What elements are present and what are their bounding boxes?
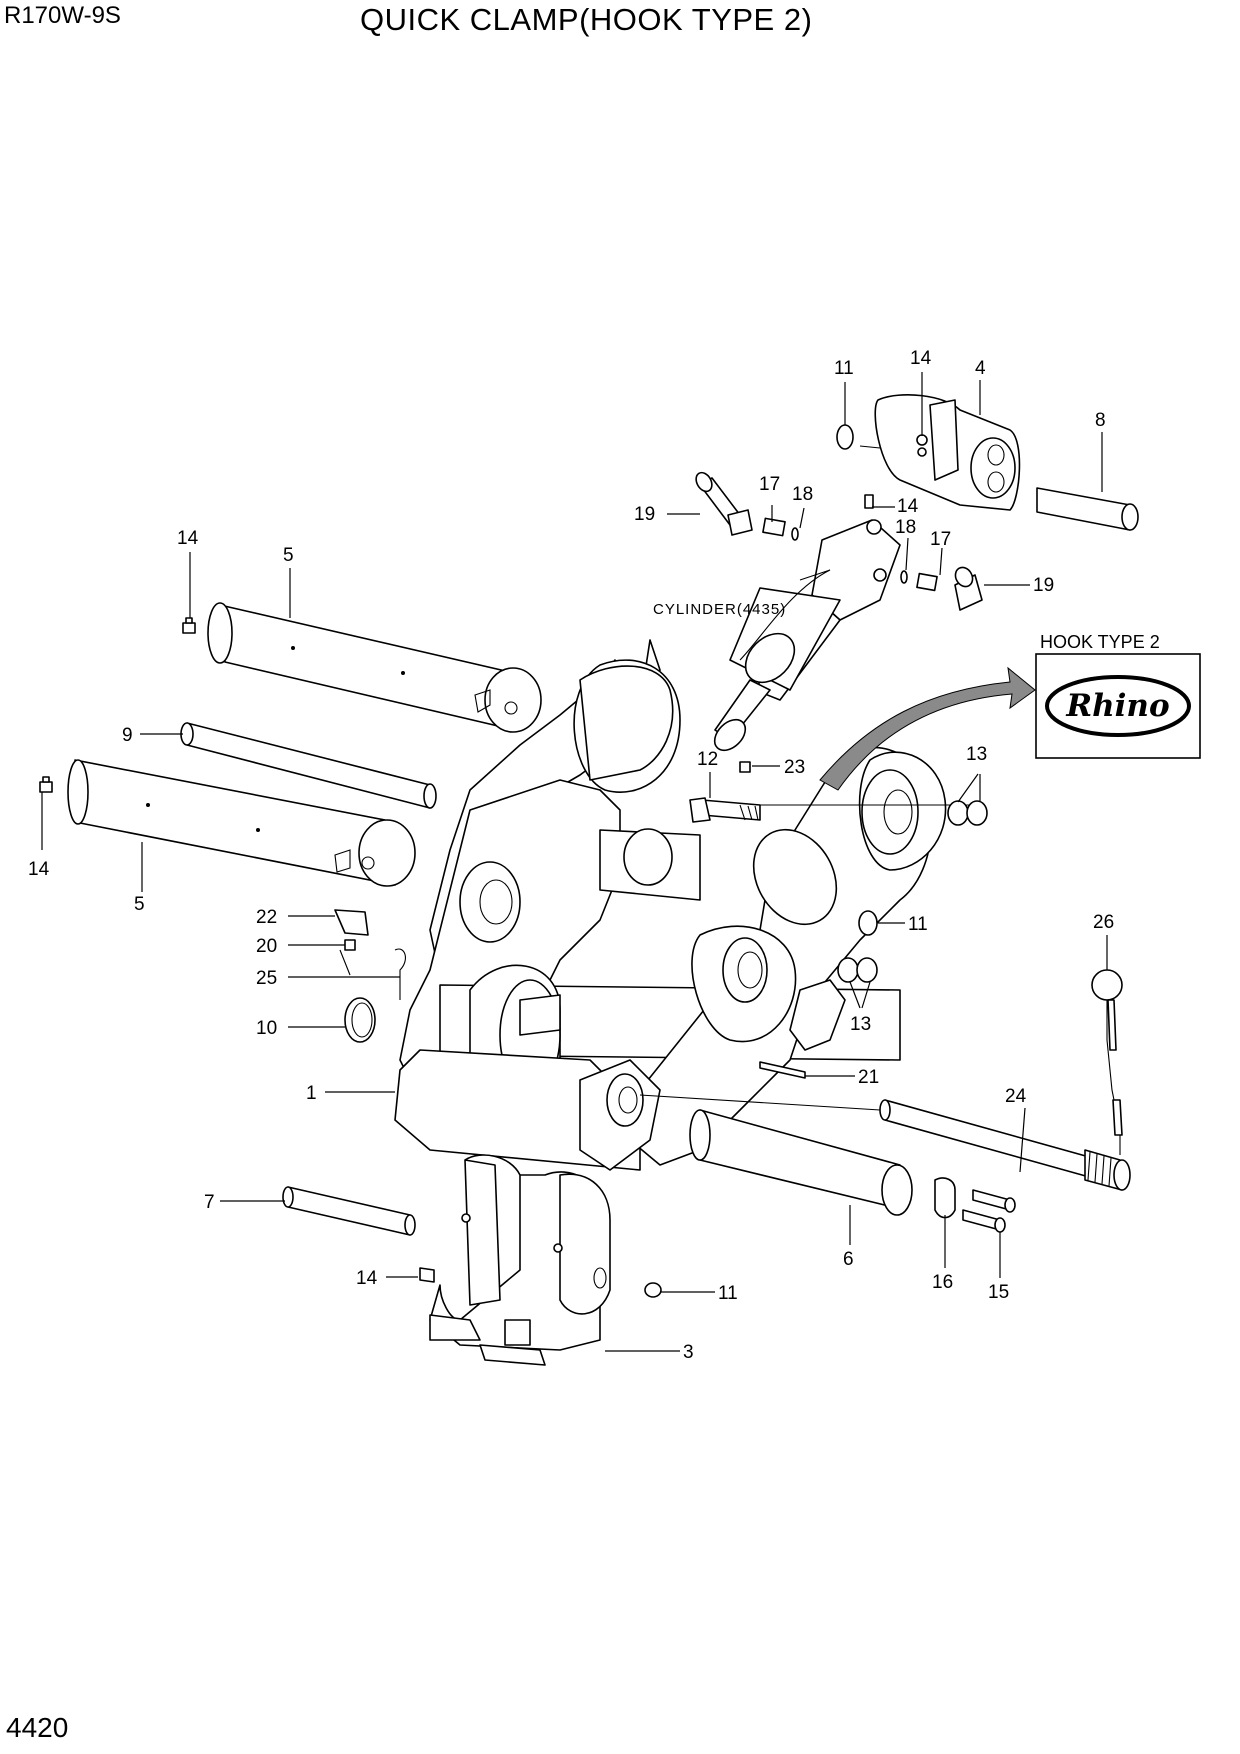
callout-17: 17 (930, 529, 951, 550)
part-4-clamp-block (859, 394, 1021, 511)
part-8-pin (1036, 487, 1139, 531)
page-number: 4420 (6, 1712, 69, 1743)
part-5-pin-lower (67, 759, 416, 887)
callout-10: 10 (256, 1018, 277, 1039)
part-24-lock-pin (879, 1099, 1131, 1191)
callout-12: 12 (697, 749, 718, 770)
callout-13: 13 (850, 1014, 871, 1035)
callout-labels: 11 14 4 8 17 18 19 14 18 17 19 14 5 9 14… (28, 348, 1114, 1363)
callout-14: 14 (356, 1268, 378, 1289)
callout-18: 18 (895, 517, 916, 538)
callout-21: 21 (858, 1067, 879, 1088)
callout-3: 3 (683, 1342, 694, 1363)
rhino-logo: Rhino (1045, 675, 1191, 737)
model-code: R170W-9S (4, 2, 121, 29)
part-9-pin (180, 722, 437, 809)
callout-26: 26 (1093, 912, 1114, 933)
callout-25: 25 (256, 968, 277, 989)
leader-lines (41, 372, 1108, 1352)
cylinder-reference: CYLINDER(4435) (653, 601, 786, 618)
callout-16: 16 (932, 1272, 953, 1293)
callout-22: 22 (256, 907, 277, 928)
hook-type-panel: HOOK TYPE 2 Rhino (1035, 632, 1201, 759)
callout-15: 15 (988, 1282, 1009, 1303)
callout-11: 11 (834, 358, 854, 379)
callout-4: 4 (975, 358, 986, 379)
callout-19: 19 (634, 504, 655, 525)
hook-type-title: HOOK TYPE 2 (1040, 632, 1160, 652)
part-3-lower-hook (429, 1154, 611, 1366)
callout-18: 18 (792, 484, 813, 505)
callout-14: 14 (177, 528, 199, 549)
callout-13: 13 (966, 744, 987, 765)
part-7-pin (282, 1186, 416, 1236)
callout-5: 5 (283, 545, 294, 566)
part-1-main-frame (394, 639, 970, 1171)
callout-11: 11 (908, 914, 928, 935)
callout-9: 9 (122, 725, 133, 746)
callout-14: 14 (910, 348, 932, 369)
part-5-pin-upper (207, 602, 542, 733)
callout-14: 14 (897, 496, 919, 517)
callout-11: 11 (718, 1283, 738, 1304)
callout-14: 14 (28, 859, 50, 880)
callout-5: 5 (134, 894, 145, 915)
page-title: QUICK CLAMP(HOOK TYPE 2) (360, 2, 813, 37)
callout-6: 6 (843, 1249, 854, 1270)
callout-7: 7 (204, 1192, 215, 1213)
callout-24: 24 (1005, 1086, 1027, 1107)
direction-arrow (819, 666, 1036, 791)
small-fittings (39, 424, 1123, 1298)
callout-1: 1 (306, 1083, 317, 1104)
callout-19: 19 (1033, 575, 1054, 596)
svg-text:Rhino: Rhino (1065, 688, 1169, 724)
hydraulic-cylinder (713, 519, 901, 752)
part-6-pin (689, 1109, 913, 1216)
callout-23: 23 (784, 757, 805, 778)
callout-8: 8 (1095, 410, 1106, 431)
callout-17: 17 (759, 474, 780, 495)
callout-20: 20 (256, 936, 277, 957)
